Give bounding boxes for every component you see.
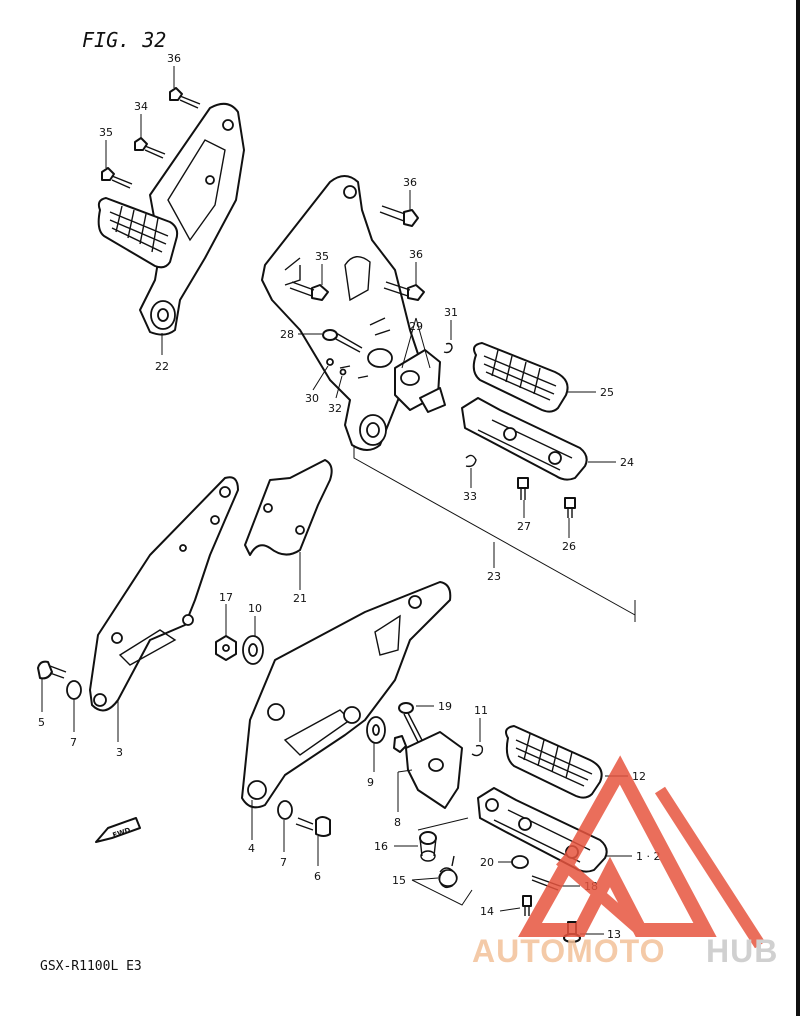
callout-21: 21 (293, 592, 307, 605)
washer-7-lower (277, 800, 293, 820)
callout-36: 36 (167, 52, 181, 65)
footpeg-24 (461, 397, 588, 481)
callout-36: 36 (403, 176, 417, 189)
figure-title: FIG. 32 (82, 28, 166, 52)
bolt-34 (134, 137, 166, 159)
bolt-26 (564, 497, 576, 518)
callout-31: 31 (444, 306, 458, 319)
leader-lines (41, 66, 632, 935)
callout-15: 15 (392, 874, 406, 887)
callout-9: 9 (367, 776, 374, 789)
washer-20 (511, 855, 529, 869)
callout-16: 16 (374, 840, 388, 853)
callout-3: 3 (116, 746, 123, 759)
callout-4: 4 (248, 842, 255, 855)
pin-32 (339, 368, 347, 376)
callout-20: 20 (480, 856, 494, 869)
bolt-5 (37, 660, 67, 680)
callout-35: 35 (99, 126, 113, 139)
collar-16 (419, 831, 437, 862)
bolt-36-lower (383, 281, 425, 301)
clip-31 (443, 342, 453, 354)
callout-12: 12 (632, 770, 646, 783)
bracket-3 (89, 476, 239, 712)
callout-17: 17 (219, 591, 233, 604)
bolt-6 (295, 816, 331, 837)
callout-22: 22 (155, 360, 169, 373)
spring-15 (438, 855, 458, 889)
callout-11: 11 (474, 704, 488, 717)
callout-33: 33 (463, 490, 477, 503)
callout-10: 10 (248, 602, 262, 615)
bolt-35-mid (289, 281, 329, 301)
callout-34: 34 (134, 100, 148, 113)
clip-30 (326, 358, 334, 366)
callout-24: 24 (620, 456, 634, 469)
callout-26: 26 (562, 540, 576, 553)
passenger-bracket (261, 175, 421, 451)
rider-bracket-upper (139, 102, 245, 336)
callout-32: 32 (328, 402, 342, 415)
callout-28: 28 (280, 328, 294, 341)
callout-7: 7 (70, 736, 77, 749)
watermark-logo: AUTOMOTO HUB (472, 755, 778, 969)
callout-29: 29 (409, 320, 423, 333)
bolt-35-upper (101, 167, 133, 189)
washer-7-left (66, 680, 82, 700)
washer-29 (367, 348, 393, 368)
bracket-4 (241, 581, 452, 809)
footpeg-rubber-upper (97, 197, 179, 269)
model-code: GSX-R1100L E3 (40, 959, 142, 974)
watermark-text-primary: AUTOMOTO (472, 933, 665, 969)
bolt-36-upper (169, 87, 201, 109)
callout-30: 30 (305, 392, 319, 405)
pivot-block-8 (393, 731, 463, 809)
heel-guard-21 (244, 459, 333, 556)
callout-25: 25 (600, 386, 614, 399)
bolt-27 (517, 477, 529, 500)
nut-17 (215, 635, 237, 661)
callout-27: 27 (517, 520, 531, 533)
callout-labels: 36 34 35 22 36 35 36 28 29 31 30 32 25 2… (38, 52, 661, 941)
callout-13: 13 (607, 928, 621, 941)
callout-19: 19 (438, 700, 452, 713)
callout-5: 5 (38, 716, 45, 729)
callout-23: 23 (487, 570, 501, 583)
callout-7: 7 (280, 856, 287, 869)
group-line-23 (353, 445, 636, 622)
callout-35: 35 (315, 250, 329, 263)
snap-ring-33 (465, 454, 477, 468)
callout-6: 6 (314, 870, 321, 883)
watermark-text-secondary: HUB (706, 933, 778, 969)
bolt-36-mid (379, 205, 419, 227)
callout-8: 8 (394, 816, 401, 829)
pin-19 (398, 702, 425, 747)
clip-11 (471, 744, 484, 757)
callout-1-2: 1 · 2 (636, 850, 661, 863)
footpeg-rubber-25 (472, 342, 569, 413)
footpeg-rubber-12 (505, 725, 603, 799)
callout-14: 14 (480, 905, 494, 918)
bolt-14 (522, 895, 532, 916)
page-edge (796, 0, 800, 1016)
fwd-arrow-icon: FWD (95, 817, 141, 843)
pin-28 (322, 329, 363, 353)
callout-36: 36 (409, 248, 423, 261)
watermark-triangle-icon (518, 755, 717, 937)
